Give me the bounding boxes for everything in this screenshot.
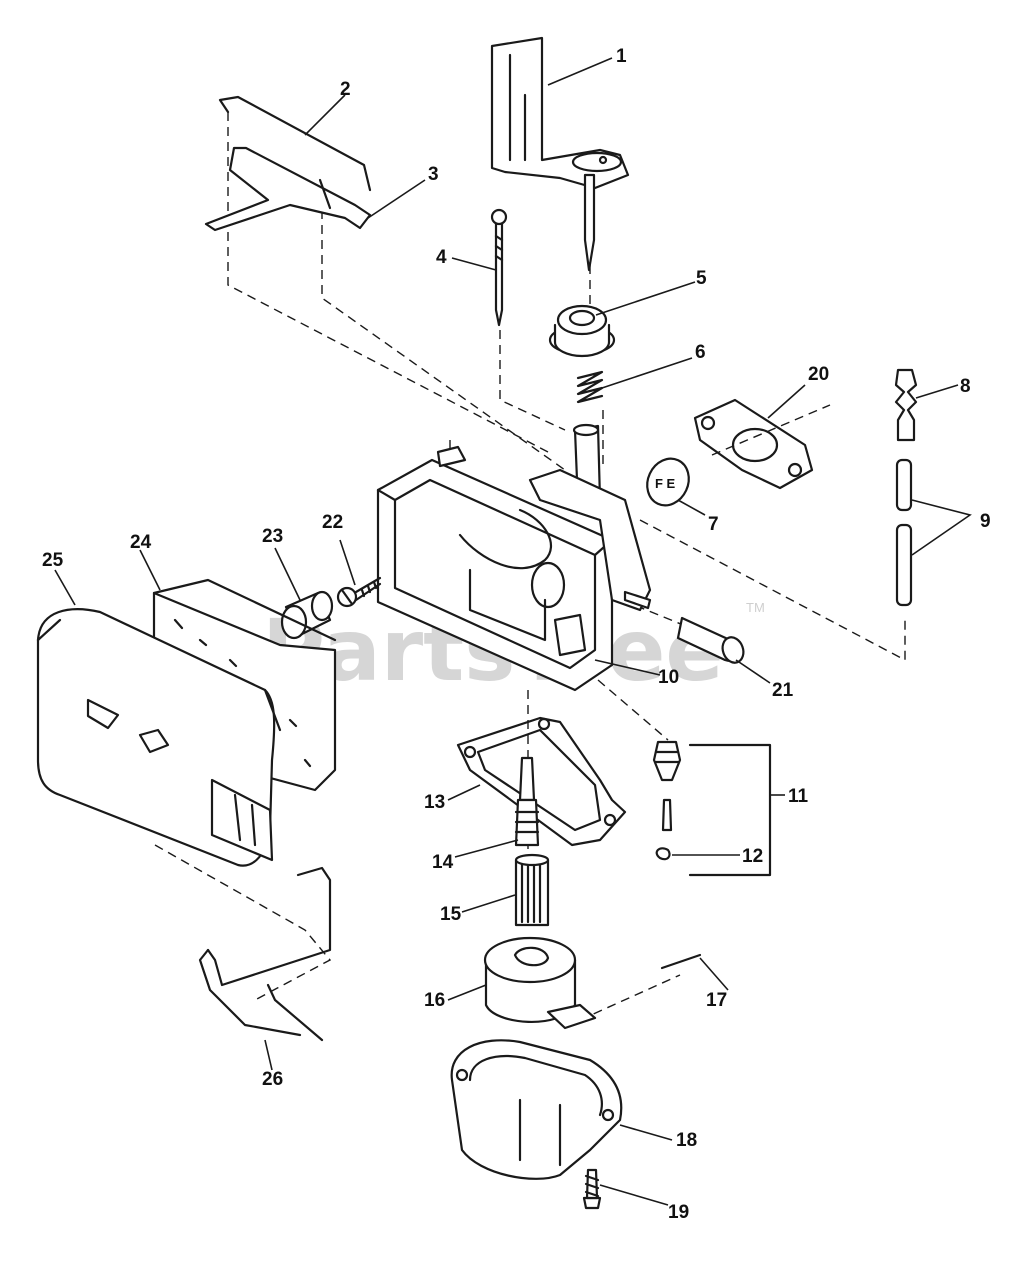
callout-15: 15 <box>440 904 462 925</box>
trademark-mark: TM <box>746 600 765 615</box>
part-throttle-plate <box>204 146 372 232</box>
callout-9: 9 <box>980 511 991 532</box>
part-cover-screw <box>336 576 382 608</box>
callout-1: 1 <box>616 46 627 67</box>
part-needle-screw <box>490 208 508 327</box>
part-breather-tube <box>676 616 745 664</box>
part-float-bowl <box>450 1039 623 1180</box>
callout-7: 7 <box>708 514 719 535</box>
part-fuel-gauge-disc: F E <box>646 457 690 507</box>
callout-17: 17 <box>706 990 727 1011</box>
callout-25: 25 <box>42 550 64 571</box>
callout-18: 18 <box>676 1130 697 1151</box>
callout-6: 6 <box>695 342 706 363</box>
part-float <box>483 936 597 1030</box>
part-bowl-screw <box>582 1168 602 1210</box>
fuel-gauge-letters: F E <box>655 476 676 491</box>
callout-12: 12 <box>742 846 763 867</box>
leader-lines <box>54 57 972 1206</box>
part-fuel-lines <box>895 458 913 607</box>
callout-4: 4 <box>436 247 447 268</box>
part-air-cleaner-cover <box>36 608 282 867</box>
part-float-pin <box>660 953 702 970</box>
part-bracket-wire <box>198 866 332 1042</box>
part-main-jet <box>514 756 540 847</box>
part-hose-fitting <box>894 368 918 442</box>
callout-20: 20 <box>808 364 829 385</box>
part-bowl-gasket <box>456 716 627 847</box>
callout-3: 3 <box>428 164 439 185</box>
callout-13: 13 <box>424 792 445 813</box>
callout-22: 22 <box>322 512 343 533</box>
part-adjustment-knob <box>548 304 616 358</box>
callout-5: 5 <box>696 268 707 289</box>
callout-14: 14 <box>432 852 454 873</box>
callout-11: 11 <box>788 786 809 807</box>
callout-23: 23 <box>262 526 283 547</box>
part-needle-valve-assembly <box>652 740 772 877</box>
callout-24: 24 <box>130 532 152 553</box>
callout-16: 16 <box>424 990 445 1011</box>
part-carburetor-body <box>376 423 652 692</box>
part-mounting-gasket <box>693 398 814 490</box>
part-choke-lever <box>490 36 630 272</box>
part-spring <box>576 370 604 404</box>
part-fuel-filter <box>514 853 550 927</box>
callout-10: 10 <box>658 667 679 688</box>
part-link-rod <box>218 95 372 192</box>
callout-26: 26 <box>262 1069 283 1090</box>
callout-21: 21 <box>772 680 794 701</box>
callout-19: 19 <box>668 1202 689 1223</box>
callout-2: 2 <box>340 79 351 100</box>
callout-labels: 1 2 3 4 5 6 7 8 9 10 11 12 13 14 15 16 1… <box>42 46 991 1223</box>
part-grommet <box>280 590 334 640</box>
callout-8: 8 <box>960 376 971 397</box>
